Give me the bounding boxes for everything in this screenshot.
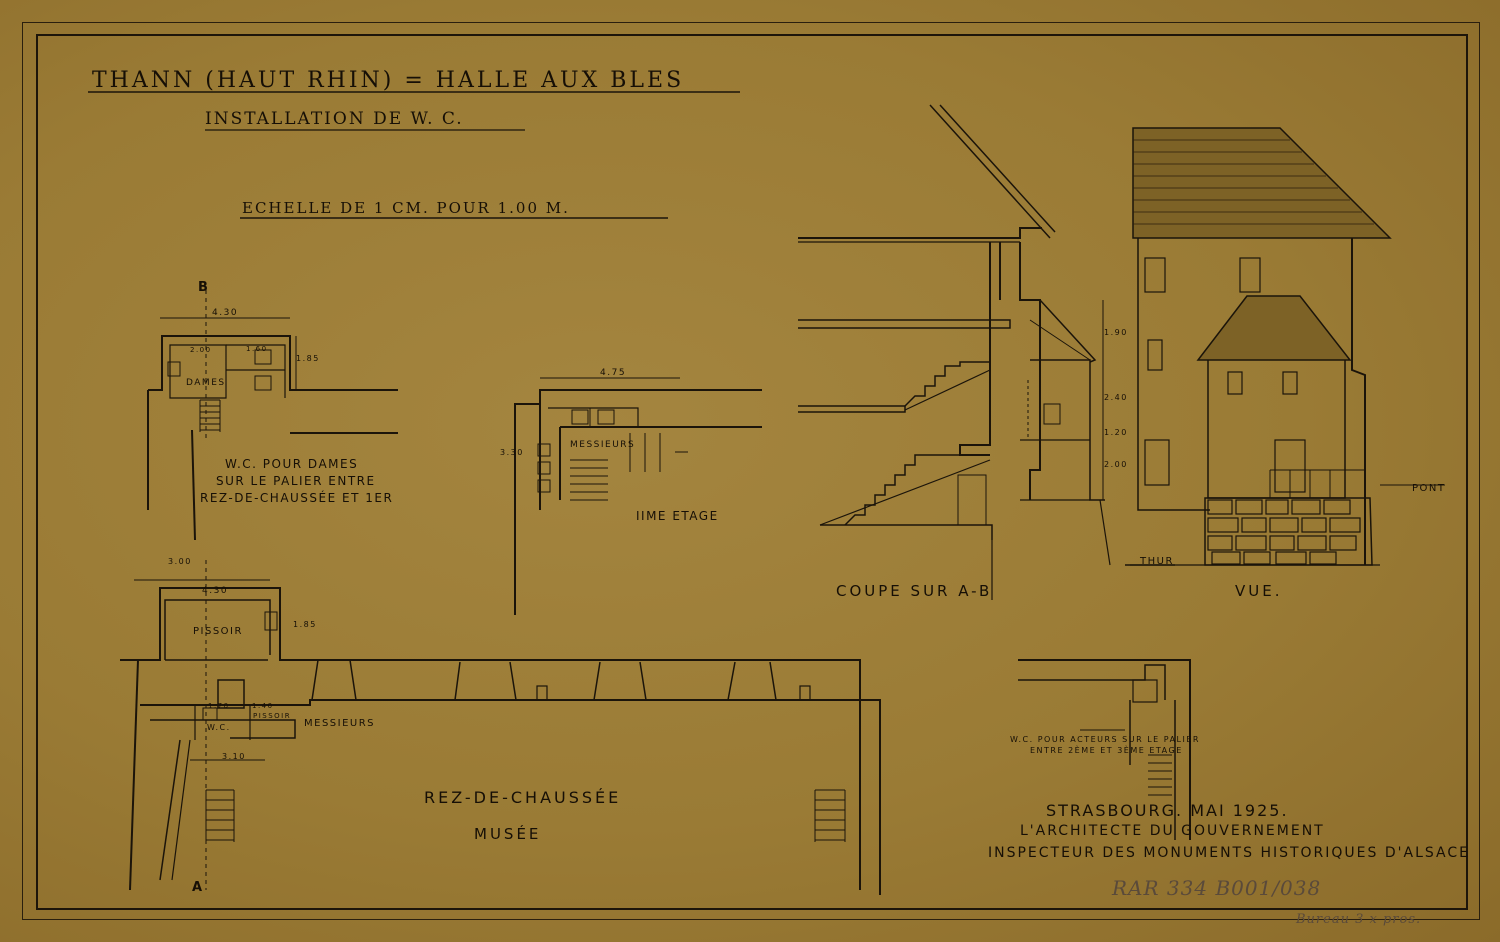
inner-border <box>36 34 1468 910</box>
room-pissoir-2: PISSOIR <box>253 712 292 720</box>
dim-rdc-1: 3.00 <box>168 557 192 566</box>
dim-rdc-4: 1.70 <box>208 702 230 710</box>
caption-rdc: REZ-DE-CHAUSSÉE <box>424 788 622 807</box>
caption-etage2: IIME ETAGE <box>636 509 719 523</box>
caption-dames-1: W.C. POUR DAMES <box>225 457 359 471</box>
section-marker-a: A <box>192 880 204 895</box>
plan-etage2-drawing <box>514 377 762 615</box>
section-drawing <box>798 104 1175 600</box>
dim-rdc-6: 3.10 <box>222 752 246 761</box>
room-pissoir: PISSOIR <box>193 626 243 637</box>
plan-dames-drawing <box>147 290 398 541</box>
dim-etage2-height: 3.30 <box>500 448 524 457</box>
plan-rdc-drawing <box>120 560 881 895</box>
drawing-title: THANN (HAUT RHIN) = HALLE AUX BLES <box>92 68 685 93</box>
dim-dames-c: 1.85 <box>296 354 320 363</box>
signature-title-1: L'ARCHITECTE DU GOUVERNEMENT <box>1020 823 1325 839</box>
room-wc: W.C. <box>207 723 231 732</box>
label-pont: PONT <box>1412 483 1446 494</box>
caption-acteurs-2: ENTRE 2ÈME ET 3ÈME ETAGE <box>1030 746 1183 755</box>
dim-dames-a: 2.00 <box>190 346 212 354</box>
outer-border <box>22 22 1480 920</box>
dim-rdc-2: 4.30 <box>202 586 229 596</box>
archive-reference: RAR 334 B001/038 <box>1112 876 1322 900</box>
caption-dames-2: SUR LE PALIER ENTRE <box>216 474 376 488</box>
dim-rdc-5: 1.40 <box>252 702 274 710</box>
elevation-drawing <box>1130 127 1445 566</box>
label-thur: THUR <box>1140 556 1174 567</box>
room-dames: DAMES <box>186 378 226 388</box>
dim-dames-b: 1.60 <box>246 345 268 353</box>
signature-title-2: INSPECTEUR DES MONUMENTS HISTORIQUES D'A… <box>988 845 1470 861</box>
plan-acteurs-drawing <box>1018 659 1191 840</box>
section-marker-b: B <box>198 280 210 295</box>
room-messieurs-rdc: MESSIEURS <box>304 718 376 729</box>
caption-dames-3: REZ-DE-CHAUSSÉE ET 1ER <box>200 491 394 505</box>
dim-section-2: 2.40 <box>1104 393 1128 402</box>
caption-musee: MUSÉE <box>474 825 542 843</box>
dim-etage2-width: 4.75 <box>600 368 627 378</box>
dim-section-4: 2.00 <box>1104 460 1128 469</box>
dim-dames-width: 4.30 <box>212 308 239 318</box>
dim-section-3: 1.20 <box>1104 428 1128 437</box>
signature-place-date: STRASBOURG. MAI 1925. <box>1046 801 1289 820</box>
dim-section-1: 1.90 <box>1104 328 1128 337</box>
archive-note: Bureau 3 x pros. <box>1296 912 1422 927</box>
dim-rdc-3: 1.85 <box>293 620 317 629</box>
drawing-subtitle: INSTALLATION DE W. C. <box>205 109 464 129</box>
caption-acteurs-1: W.C. POUR ACTEURS SUR LE PALIER <box>1010 735 1200 744</box>
drawing-scale: ECHELLE DE 1 CM. POUR 1.00 M. <box>242 199 570 217</box>
caption-section: COUPE SUR A-B <box>836 582 993 600</box>
room-messieurs-etage2: MESSIEURS <box>570 440 636 450</box>
caption-elevation: VUE. <box>1235 582 1283 600</box>
